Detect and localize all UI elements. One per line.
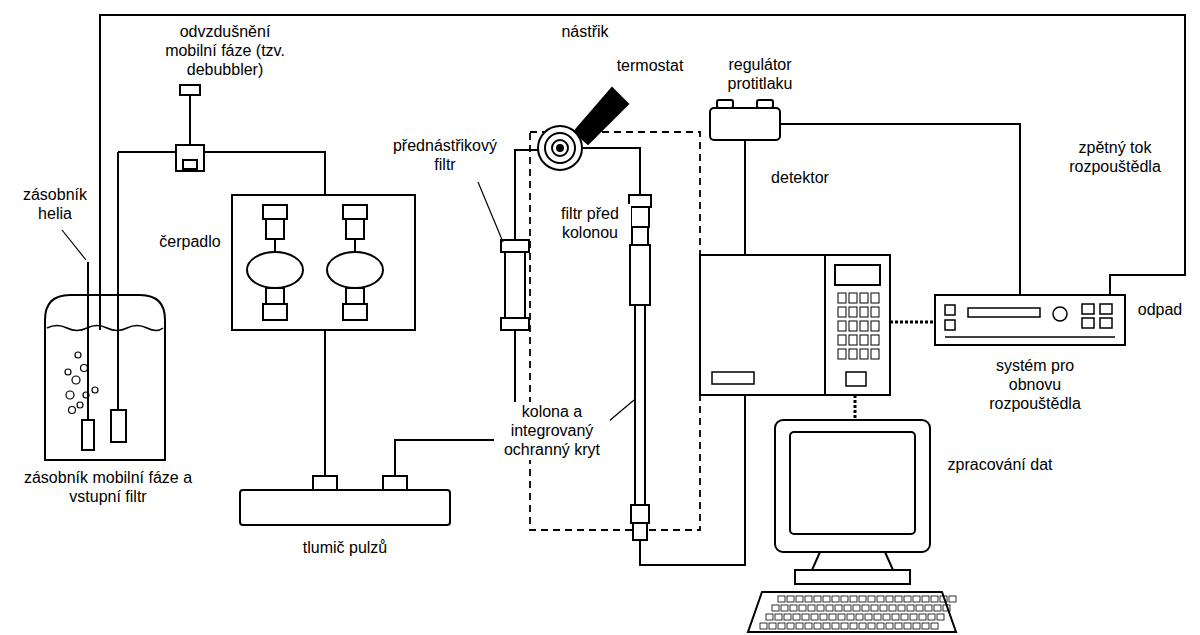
- detector-keypad: [838, 293, 879, 359]
- helium-sparger: [82, 420, 94, 450]
- monitor-base: [795, 570, 910, 584]
- part-label: systém pro obnovu rozpouštědla: [973, 356, 1097, 414]
- part-label: regulátor protitlaku: [708, 55, 812, 93]
- recovery-system: [935, 295, 1125, 345]
- part-label: detektor: [769, 168, 831, 187]
- liquid-surface: [47, 326, 163, 331]
- injector-inlet-line: [515, 150, 538, 240]
- thermostat-box: [530, 132, 700, 530]
- debubbler-cap: [180, 85, 200, 95]
- computer-monitor: [775, 420, 930, 552]
- part-label: odvzdušnění mobilní fáze (tzv. debubbler…: [158, 22, 292, 80]
- prefilter-cap: [501, 318, 529, 330]
- regulator-outlet-line: [780, 124, 1020, 295]
- part-label: nástřik: [559, 22, 610, 41]
- detector-inlet-line: [640, 395, 745, 565]
- inlet-filter: [111, 410, 126, 442]
- part-label: zásobník helia: [14, 185, 96, 223]
- prefilter-cap: [501, 240, 529, 252]
- detector-housing: [700, 255, 890, 395]
- part-label: zpracování dat: [946, 455, 1055, 474]
- part-label: čerpadlo: [157, 232, 222, 251]
- detector-divider: [824, 255, 826, 395]
- prefilter-body: [505, 250, 525, 320]
- keyboard-keys: [760, 596, 956, 629]
- reservoir-bottle: [45, 295, 165, 460]
- part-label: zásobník mobilní fáze a vstupní filtr: [9, 468, 207, 506]
- detector-panel: [712, 372, 754, 384]
- injector-valve: [538, 126, 582, 170]
- inlet-tube: [117, 152, 119, 410]
- detector-display: [835, 265, 880, 285]
- monitor-stand: [812, 552, 893, 570]
- pump-head-right: [327, 205, 383, 320]
- part-label: přednástřikový filtr: [381, 136, 509, 174]
- helium-bubbles: [65, 352, 98, 414]
- damper-fitting: [383, 476, 407, 490]
- leader-line: [478, 182, 503, 242]
- column-fitting: [632, 227, 648, 245]
- part-label: odpad: [1136, 300, 1185, 319]
- injector-handle: [574, 88, 628, 144]
- part-label: filtr před kolonou: [549, 204, 631, 242]
- column-filter: [629, 195, 651, 207]
- part-label: tlumič pulzů: [301, 538, 389, 557]
- column-filter: [631, 207, 649, 227]
- return-line: [100, 15, 1185, 330]
- debubbler-window: [183, 160, 197, 169]
- column-tube: [635, 305, 645, 505]
- column-fitting: [633, 523, 647, 540]
- detector-button: [846, 372, 866, 386]
- pump-housing: [232, 195, 415, 330]
- column-guard: [630, 245, 650, 305]
- pump-head-left: [247, 205, 303, 320]
- part-label: kolona a integrovaný ochranný kryt: [494, 402, 610, 460]
- column-inlet-line: [582, 148, 640, 195]
- leader-line: [62, 230, 86, 260]
- detector-outlet-line: [744, 140, 746, 255]
- data-cable: [890, 321, 935, 324]
- pump-inlet-line: [118, 152, 325, 195]
- back-pressure-regulator: [710, 108, 780, 140]
- pump-outlet-line: [324, 330, 326, 476]
- part-label: termostat: [615, 56, 686, 75]
- monitor-screen: [790, 432, 915, 534]
- keyboard: [748, 592, 956, 632]
- column-fitting: [631, 505, 649, 523]
- debubbler-stem: [189, 95, 191, 145]
- damper-fitting: [313, 476, 337, 490]
- data-cable: [854, 395, 857, 420]
- part-label: zpětný tok rozpouštědla: [1057, 138, 1173, 176]
- pulse-damper: [240, 490, 450, 525]
- debubbler-body: [176, 145, 204, 171]
